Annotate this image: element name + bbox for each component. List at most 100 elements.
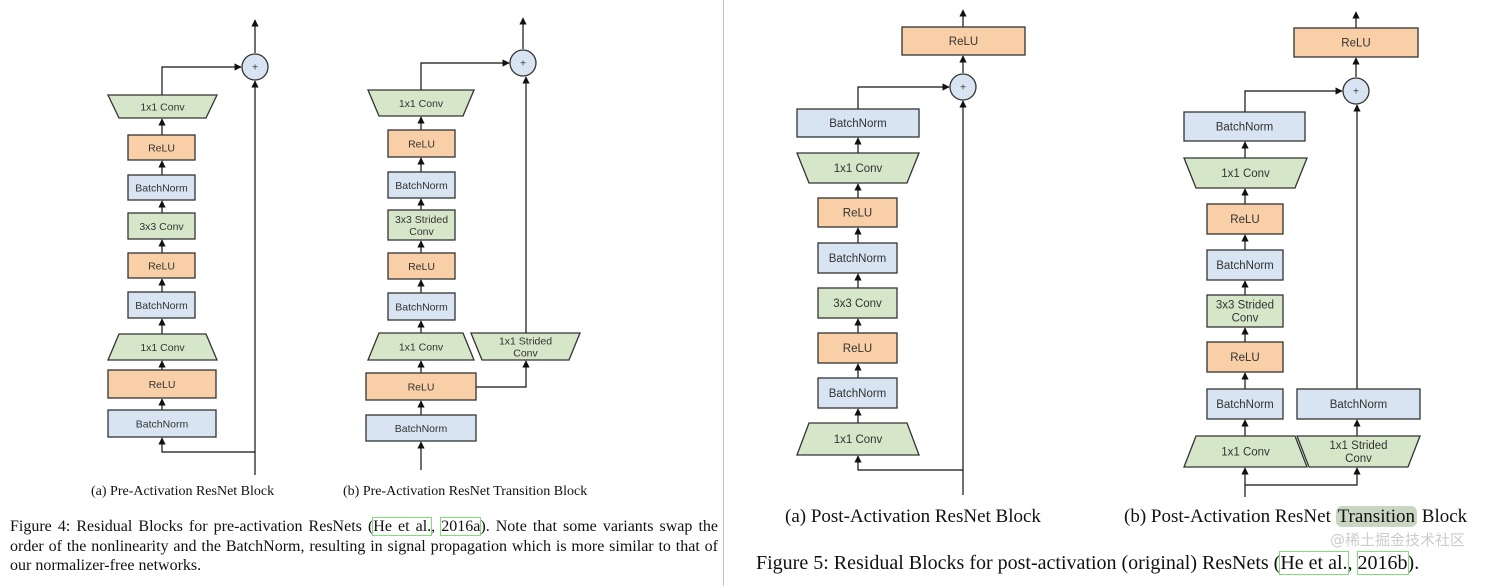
block-label: BatchNorm — [395, 180, 448, 192]
block-label: 1x1 Strided — [499, 335, 552, 347]
conv-block: 1x1 Conv — [367, 89, 475, 117]
batchnorm-block: BatchNorm — [365, 414, 477, 442]
conv-block: 3x3 Conv — [817, 287, 898, 319]
caption-text: Block — [1417, 506, 1468, 527]
citation-link-year[interactable]: 2016a — [440, 517, 482, 536]
connector-arrow — [857, 83, 950, 109]
fig4a-caption: (a) Pre-Activation ResNet Block — [91, 484, 275, 499]
plus-icon: + — [1353, 87, 1359, 98]
block-label: 3x3 Strided — [1216, 300, 1274, 312]
block-label: 3x3 Strided — [395, 214, 448, 226]
block-label: 1x1 Conv — [834, 434, 883, 446]
caption-text: Figure 4: Residual Blocks for pre-activa… — [10, 518, 374, 535]
caption-text: , — [431, 518, 442, 535]
figure-divider — [723, 0, 724, 586]
block-label: BatchNorm — [135, 182, 188, 194]
conv-block: 1x1 Conv — [367, 332, 475, 361]
block-label: BatchNorm — [1216, 260, 1274, 272]
connector-arrow — [854, 455, 963, 471]
batchnorm-block: BatchNorm — [1296, 388, 1421, 420]
block-label: BatchNorm — [829, 388, 887, 400]
block-label: ReLU — [408, 381, 435, 393]
watermark: @稀土掘金技术社区 — [1330, 531, 1466, 549]
block-label: BatchNorm — [135, 300, 188, 312]
batchnorm-block: BatchNorm — [387, 292, 456, 321]
block-label: BatchNorm — [1216, 122, 1274, 134]
conv-block: 1x1 Conv — [106, 94, 219, 119]
block-label: 1x1 Conv — [140, 101, 185, 113]
relu-block: ReLU — [107, 369, 217, 399]
batchnorm-block: BatchNorm — [1206, 388, 1284, 420]
block-label: 3x3 Conv — [833, 298, 882, 310]
block-label: Conv — [1345, 453, 1372, 465]
figure5-caption: Figure 5: Residual Blocks for post-activ… — [756, 551, 1419, 575]
batchnorm-block: BatchNorm — [796, 108, 920, 138]
batchnorm-block: BatchNorm — [387, 171, 456, 199]
block-label: 1x1 Strided — [1329, 440, 1387, 452]
figure4-caption: Figure 4: Residual Blocks for pre-activa… — [10, 517, 718, 576]
add-node: + — [509, 49, 537, 77]
conv-block: 1x1 Conv — [107, 333, 218, 361]
block-label: ReLU — [149, 379, 176, 391]
relu-block: ReLU — [901, 26, 1026, 56]
caption-text: Figure 5: Residual Blocks for post-activ… — [756, 552, 1281, 574]
caption-text: ). — [1407, 552, 1420, 574]
conv-block: 3x3 Conv — [127, 212, 196, 240]
block-label: BatchNorm — [1330, 399, 1388, 411]
block-label: ReLU — [1341, 38, 1370, 50]
relu-block: ReLU — [387, 252, 456, 280]
conv-block: 1x1 Conv — [796, 152, 920, 184]
block-label: ReLU — [843, 208, 872, 220]
block-label: ReLU — [949, 36, 978, 48]
block-label: ReLU — [408, 138, 435, 150]
connector-arrow — [1244, 87, 1343, 112]
citation-link-author[interactable]: He et al. — [372, 517, 433, 536]
block-label: 1x1 Conv — [140, 342, 185, 354]
plus-icon: + — [520, 59, 526, 70]
citation-link-year[interactable]: 2016b — [1356, 551, 1409, 575]
batchnorm-block: BatchNorm — [1183, 111, 1306, 142]
plus-icon: + — [252, 63, 258, 74]
connector-arrow — [420, 59, 510, 90]
block-label: Conv — [1232, 313, 1259, 325]
block-label: ReLU — [1230, 214, 1259, 226]
block-label: BatchNorm — [136, 418, 189, 430]
block-label: 1x1 Conv — [1221, 168, 1270, 180]
batchnorm-block: BatchNorm — [1206, 249, 1284, 281]
add-node: + — [1342, 77, 1370, 105]
connector-arrow — [158, 437, 255, 453]
block-label: ReLU — [148, 260, 175, 272]
relu-block: ReLU — [817, 197, 898, 228]
block-label: BatchNorm — [829, 253, 887, 265]
caption-text: , — [1347, 552, 1358, 574]
conv-block: 1x1 Conv — [1183, 157, 1308, 189]
connector-arrow — [1245, 467, 1361, 486]
fig4b-caption: (b) Pre-Activation ResNet Transition Blo… — [343, 484, 588, 499]
relu-block: ReLU — [817, 332, 898, 364]
highlighted-word: Transition — [1335, 506, 1418, 527]
block-label: ReLU — [408, 261, 435, 273]
fig5a-caption: (a) Post-Activation ResNet Block — [785, 506, 1041, 527]
block-label: 1x1 Conv — [399, 341, 444, 353]
caption-text: (b) Post-Activation ResNet — [1124, 506, 1336, 527]
batchnorm-block: BatchNorm — [127, 291, 196, 319]
block-label: ReLU — [843, 343, 872, 355]
connector-arrow — [476, 360, 530, 388]
relu-block: ReLU — [1206, 341, 1284, 373]
relu-block: ReLU — [1206, 203, 1284, 235]
citation-link-author[interactable]: He et al. — [1279, 551, 1349, 575]
connector-arrow — [161, 63, 242, 95]
block-label: 1x1 Conv — [399, 98, 444, 110]
block-label: BatchNorm — [829, 118, 887, 130]
block-label: ReLU — [148, 142, 175, 154]
relu-block: ReLU — [365, 372, 477, 401]
add-node: + — [949, 73, 977, 101]
block-label: Conv — [409, 226, 434, 238]
batchnorm-block: BatchNorm — [817, 242, 898, 274]
